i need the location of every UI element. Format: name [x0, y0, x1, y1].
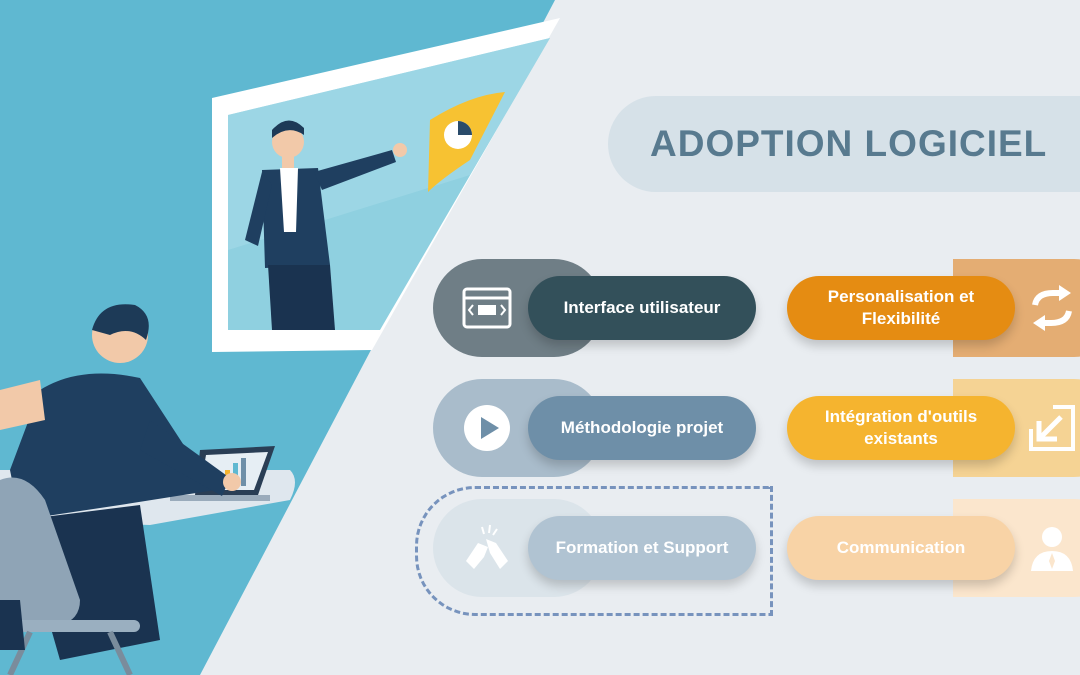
page-title: ADOPTION LOGICIEL [650, 123, 1048, 164]
presenter-figure [245, 120, 407, 330]
handshake-icon [462, 523, 512, 573]
feature-label: Méthodologie projet [528, 396, 756, 460]
browser-window-icon [462, 283, 512, 333]
feature-label: Intégration d'outils existants [787, 396, 1015, 460]
feature-label: Formation et Support [528, 516, 756, 580]
second-person [0, 380, 45, 650]
feature-label: Communication [787, 516, 1015, 580]
feature-integration[interactable]: Intégration d'outils existants [787, 379, 1080, 477]
pie-chart-bubble [428, 92, 505, 192]
import-arrow-icon [1027, 403, 1077, 453]
feature-formation-support[interactable]: Formation et Support [433, 499, 763, 597]
feature-methodologie-projet[interactable]: Méthodologie projet [433, 379, 763, 477]
user-icon [1027, 523, 1077, 573]
feature-communication[interactable]: Communication [787, 499, 1080, 597]
highlight-dashed-frame [415, 486, 773, 616]
play-icon [462, 403, 512, 453]
feature-label: Interface utilisateur [528, 276, 756, 340]
sync-arrows-icon [1027, 283, 1077, 333]
chair [0, 477, 140, 675]
title-banner: ADOPTION LOGICIEL [608, 96, 1080, 192]
feature-interface-utilisateur[interactable]: Interface utilisateur [433, 259, 763, 357]
feature-personalisation[interactable]: Personalisation et Flexibilité [787, 259, 1080, 357]
feature-label: Personalisation et Flexibilité [787, 276, 1015, 340]
